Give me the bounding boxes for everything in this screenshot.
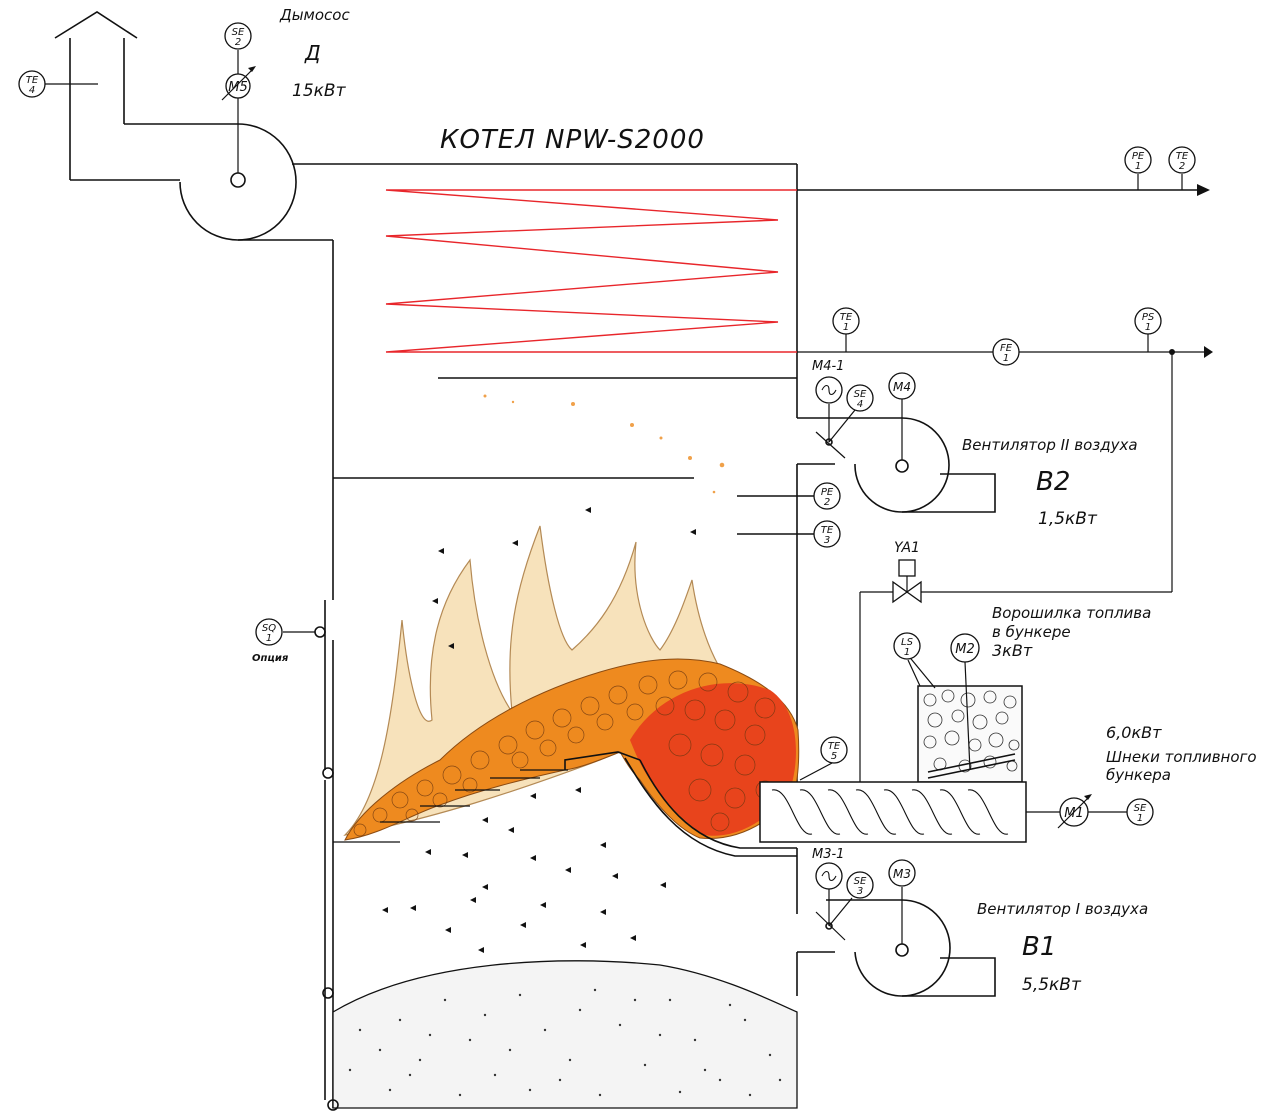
fuel-auger	[759, 349, 1175, 843]
instrument-ps1-top: PS	[1142, 312, 1155, 323]
motor-m5	[221, 50, 256, 101]
instrument-ps1-bottom: 1	[1145, 322, 1151, 333]
smoke-exhauster-fan	[179, 98, 797, 241]
instrument-se2: SE2	[224, 22, 252, 50]
smoke-exhauster-code: Д	[304, 41, 321, 65]
instrument-te1-top: TE	[840, 312, 853, 323]
fan-2	[815, 399, 996, 513]
instrument-te2: TE2	[1168, 146, 1196, 174]
instrument-pe2: PE2	[813, 482, 841, 510]
instrument-se4: SE4	[846, 384, 874, 412]
instrument-se3-bottom: 3	[857, 886, 863, 897]
instrument-sq1-top: SQ	[262, 623, 276, 634]
outlet-arrow	[1197, 184, 1210, 196]
instrument-te1: TE1	[832, 307, 860, 335]
instrument-pe1: PE1	[1124, 146, 1152, 174]
instrument-se3: SE3	[846, 871, 874, 899]
air-particles	[382, 507, 696, 953]
instrument-se2-bottom: 2	[235, 37, 241, 48]
drive-m4-1-label: M4-1	[812, 359, 844, 374]
door-switch	[283, 626, 339, 1111]
instrument-se1: SE1	[1126, 798, 1154, 826]
instrument-fe1-bottom: 1	[1003, 353, 1009, 364]
fan-1	[815, 887, 996, 997]
smoke-exhauster-power: 15кВт	[292, 81, 347, 101]
motor-m2	[950, 633, 980, 663]
instrument-te4-top: TE	[26, 75, 39, 86]
fuel-bunker	[906, 653, 1023, 783]
instrument-fe1-top: FE	[1000, 343, 1013, 354]
fan1-label: Вентилятор I воздуха	[977, 900, 1148, 918]
agitator-label-1: Ворошилка топлива	[992, 604, 1151, 622]
ash-pile	[332, 960, 798, 1109]
fan2-code: B2	[1036, 467, 1070, 497]
fan2-label: Вентилятор II воздуха	[962, 436, 1138, 454]
chimney	[54, 11, 238, 181]
motor-m3	[888, 859, 916, 887]
instruments: TE4 SE2 PE1 TE2 TE1 FE1 PS1 SE4 PE2 TE3	[18, 22, 1196, 899]
smoke-exhauster-label: Дымосос	[279, 6, 350, 24]
fan1-code: B1	[1022, 932, 1056, 962]
agitator-label-2: в бункере	[992, 623, 1071, 641]
instrument-te4-bottom: 4	[29, 85, 35, 96]
instrument-sq1: SQ1	[255, 618, 283, 646]
instrument-leaders	[44, 83, 1183, 781]
labels: КОТЕЛ NPW-S2000 Дымосос Д 15кВт Вентилят…	[252, 6, 1257, 995]
instrument-se4-top: SE	[854, 389, 867, 400]
instrument-pe2-bottom: 2	[824, 497, 830, 508]
motor-m5-label: M5	[228, 80, 248, 95]
motor-m4-label: M4	[893, 380, 911, 394]
valve-ya1	[892, 559, 922, 604]
instrument-te5-bottom: 5	[831, 751, 837, 762]
augers-label-2: бункера	[1106, 766, 1171, 784]
instrument-se4-bottom: 4	[857, 399, 863, 410]
instrument-te3-top: TE	[821, 525, 834, 536]
instrument-se1-bottom: 1	[1137, 813, 1143, 824]
instrument-ls1: LS1	[893, 632, 921, 660]
instrument-te5-top: TE	[828, 741, 841, 752]
inlet-arrow	[1204, 346, 1213, 358]
instrument-ps1: PS1	[1134, 307, 1162, 335]
instrument-sq1-bottom: 1	[266, 633, 272, 644]
instrument-te2-bottom: 2	[1179, 161, 1185, 172]
instrument-te3-bottom: 3	[824, 535, 830, 546]
instrument-te5: TE5	[820, 736, 848, 764]
motor-m1	[1057, 794, 1092, 829]
instrument-te4: TE4	[18, 70, 46, 98]
instrument-te3: TE3	[813, 520, 841, 548]
motor-m4	[888, 372, 916, 400]
fan2-power: 1,5кВт	[1038, 509, 1098, 529]
augers-power: 6,0кВт	[1106, 723, 1162, 742]
drive-m4-1	[815, 376, 843, 404]
motor-labels: M5 M4 M4-1 M3 M3-1 M2 M1 YA1	[228, 80, 1084, 881]
boiler-title: КОТЕЛ NPW-S2000	[440, 125, 705, 155]
option-label: Опция	[252, 653, 289, 664]
instrument-te2-top: TE	[1176, 151, 1189, 162]
motor-m3-label: M3	[893, 867, 911, 881]
drive-m3-1	[815, 862, 843, 890]
instrument-se3-top: SE	[854, 876, 867, 887]
instrument-ls1-top: LS	[901, 637, 914, 648]
motor-m2-label: M2	[955, 642, 975, 657]
instrument-ls1-bottom: 1	[904, 647, 910, 658]
heating-coil	[385, 189, 797, 353]
grate-steps	[333, 751, 797, 857]
instrument-se1-top: SE	[1134, 803, 1147, 814]
instrument-pe2-top: PE	[821, 487, 834, 498]
sparks	[483, 394, 725, 494]
valve-label: YA1	[894, 540, 920, 556]
instrument-se2-top: SE	[232, 27, 245, 38]
agitator-power: 3кВт	[992, 641, 1033, 660]
instrument-fe1: FE1	[992, 338, 1020, 366]
augers-label-1: Шнеки топливного	[1106, 748, 1257, 766]
fan1-power: 5,5кВт	[1022, 975, 1082, 995]
motor-m1-label: M1	[1064, 806, 1084, 821]
instrument-te1-bottom: 1	[843, 322, 849, 333]
drive-m3-1-label: M3-1	[812, 847, 844, 862]
instrument-pe1-top: PE	[1132, 151, 1145, 162]
instrument-pe1-bottom: 1	[1135, 161, 1141, 172]
fuel-bed	[344, 658, 800, 841]
